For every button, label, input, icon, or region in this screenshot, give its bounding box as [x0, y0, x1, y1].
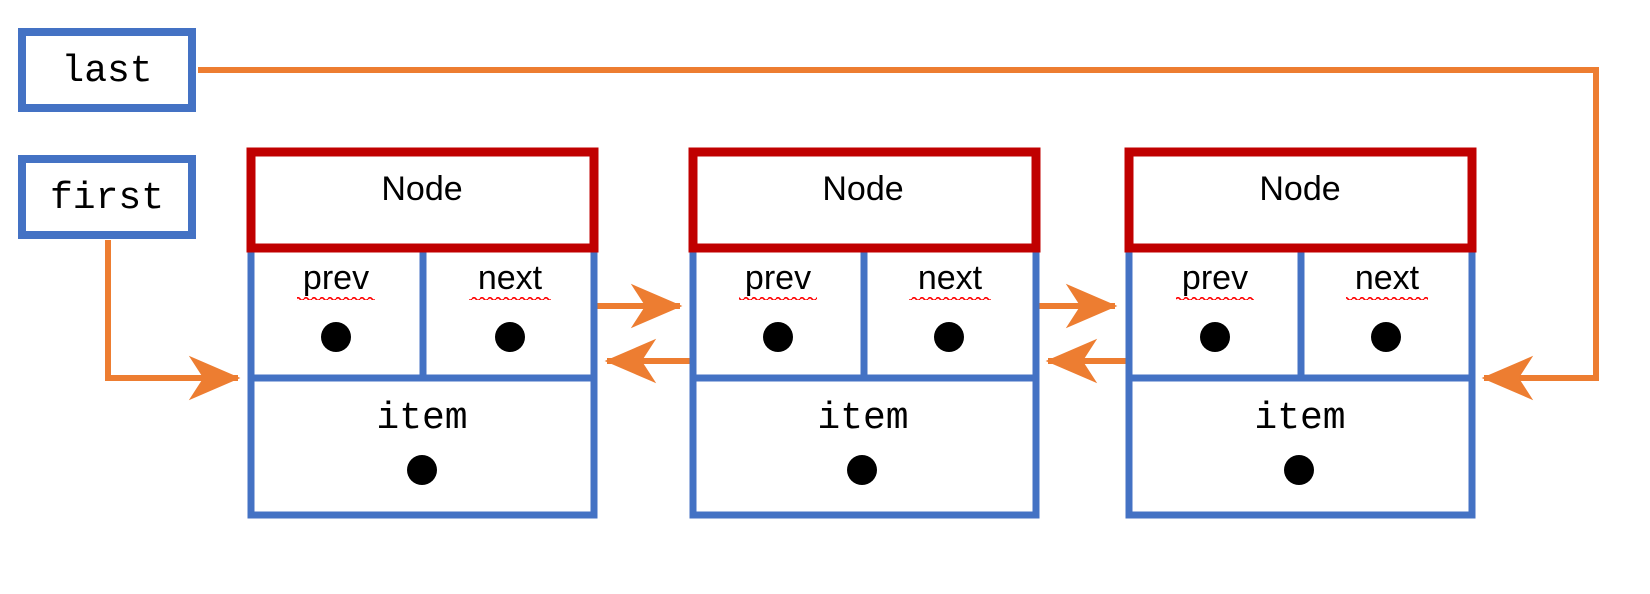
pointer-box-last[interactable]: last [18, 28, 196, 112]
node-1-next-dot [495, 322, 525, 352]
node-3-item-label: item [1254, 397, 1345, 440]
node-2-item-label: item [817, 397, 908, 440]
arrow-first-to-node1 [105, 240, 241, 401]
node-2-prev-dot [763, 322, 793, 352]
node-1-prev-dot [321, 322, 351, 352]
node-3-next-dot [1371, 322, 1401, 352]
node-1-next-spellcheck-underline [469, 297, 551, 301]
node-2-next-label: next [918, 259, 983, 297]
node-3[interactable]: Node prev next item [1124, 147, 1477, 519]
node-3-next-label: next [1355, 259, 1420, 297]
node-1-header-frame [246, 147, 599, 253]
node-1-header-label: Node [381, 170, 462, 208]
pointer-box-first-label: first [50, 177, 164, 220]
node-1[interactable]: Node prev next item [246, 147, 599, 519]
node-3-prev-label: prev [1182, 259, 1248, 297]
node-2-next-spellcheck-underline [909, 297, 991, 301]
node-1-item-label: item [376, 397, 467, 440]
pointer-box-last-frame [18, 28, 196, 112]
node-3-header-label: Node [1259, 170, 1340, 208]
node-2-next-dot [934, 322, 964, 352]
pointer-box-first-frame [18, 155, 196, 239]
node-2-prev-spellcheck-underline [739, 297, 817, 301]
node-3-item-dot [1284, 455, 1314, 485]
pointer-box-first[interactable]: first [18, 155, 196, 239]
node-2-header-frame [688, 147, 1041, 253]
node-3-prev-spellcheck-underline [1176, 297, 1254, 301]
pointer-box-last-label: last [61, 50, 152, 93]
node-3-header-frame [1124, 147, 1477, 253]
node-3-next-spellcheck-underline [1346, 297, 1428, 301]
node-2-item-dot [847, 455, 877, 485]
node-1-item-dot [407, 455, 437, 485]
node-1-prev-label: prev [303, 259, 369, 297]
node-2-header-label: Node [822, 170, 903, 208]
node-2[interactable]: Node prev next item [688, 147, 1041, 519]
node-1-next-label: next [478, 259, 543, 297]
arrow-last-to-node3 [198, 67, 1599, 401]
node-2-prev-label: prev [745, 259, 811, 297]
node-3-prev-dot [1200, 322, 1230, 352]
node-1-prev-spellcheck-underline [297, 297, 375, 301]
